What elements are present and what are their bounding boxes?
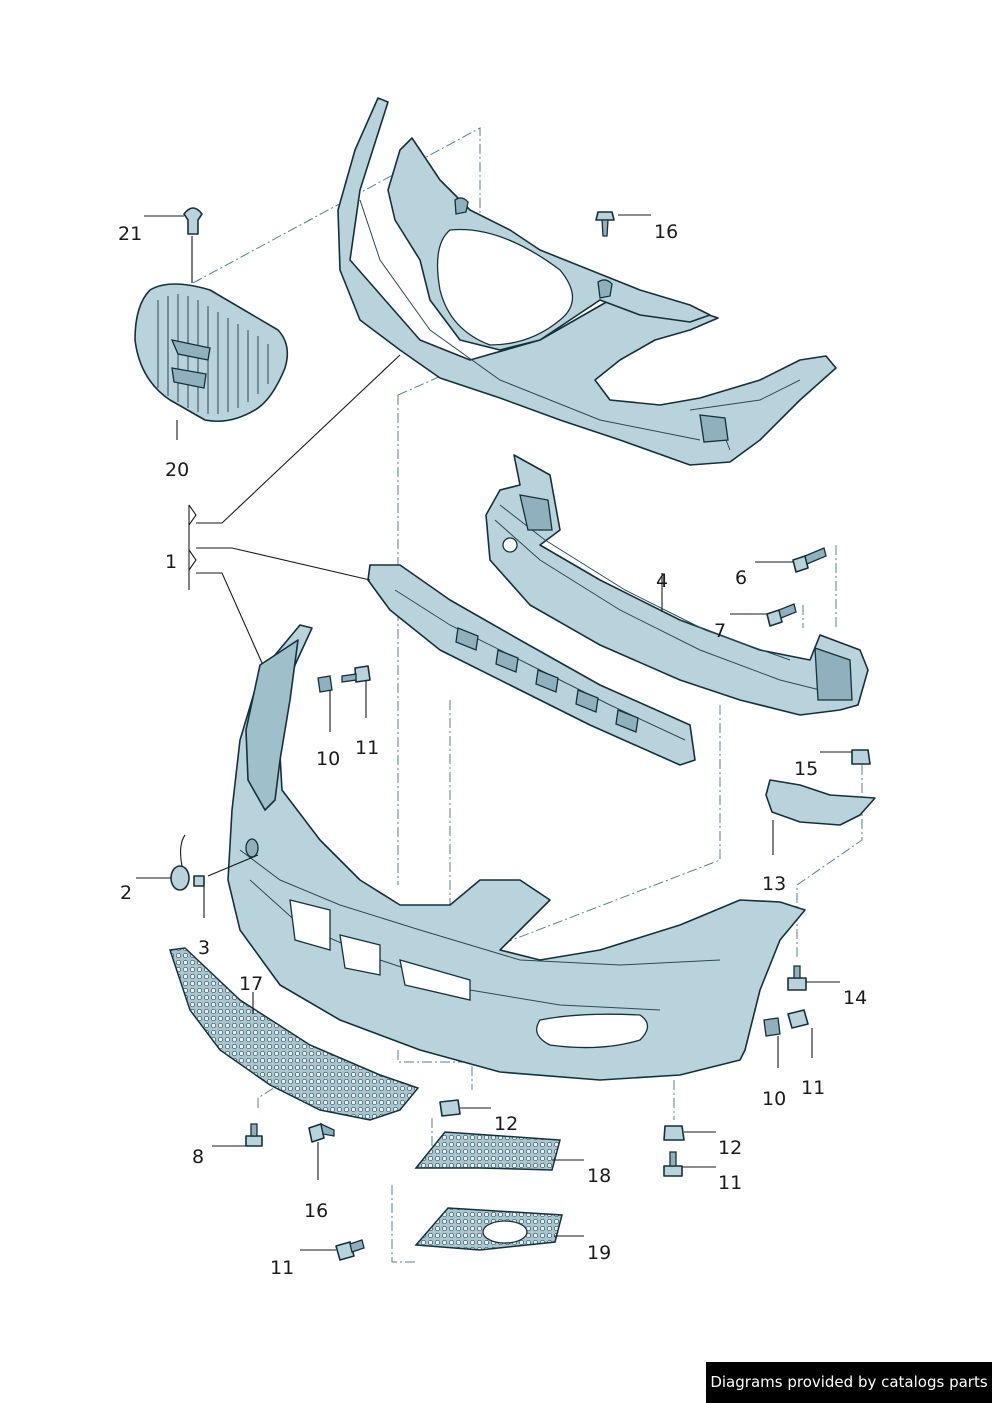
callout-16-bottom: 16 (304, 1200, 328, 1222)
fog-grille-18 (414, 1131, 561, 1171)
callout-7: 7 (714, 620, 726, 642)
lower-grille (169, 947, 420, 1121)
lock-carrier (337, 97, 837, 466)
callout-11-left: 11 (355, 737, 379, 759)
callout-13: 13 (762, 873, 786, 895)
callout-10-right: 10 (762, 1088, 786, 1110)
callout-16-top: 16 (654, 221, 678, 243)
callout-20: 20 (165, 459, 189, 481)
bumper-cover (227, 624, 806, 1081)
side-bracket-13 (765, 779, 876, 826)
callout-3: 3 (198, 937, 210, 959)
diagram-credit: Diagrams provided by catalogs parts (706, 1362, 992, 1403)
leader-lines (136, 214, 852, 1251)
callout-11-bottom: 11 (270, 1257, 294, 1279)
callout-19: 19 (587, 1242, 611, 1264)
callout-labels: 21 16 20 1 4 6 7 10 11 15 2 13 3 17 14 1… (118, 221, 867, 1279)
screw-7 (766, 603, 797, 627)
callout-17: 17 (239, 973, 263, 995)
callout-21: 21 (118, 223, 142, 245)
callout-14: 14 (843, 987, 867, 1009)
callout-18: 18 (587, 1165, 611, 1187)
callout-6: 6 (735, 567, 747, 589)
callout-2: 2 (120, 882, 132, 904)
callout-12-upper: 12 (494, 1113, 518, 1135)
callout-4: 4 (656, 570, 668, 592)
screw-16-top (595, 211, 615, 237)
callout-1: 1 (165, 551, 177, 573)
callout-15: 15 (794, 758, 818, 780)
callout-12-lower: 12 (718, 1137, 742, 1159)
callout-11-right: 11 (801, 1077, 825, 1099)
center-bracket (367, 564, 696, 766)
radiator-grille (134, 283, 289, 423)
small-fasteners (170, 665, 871, 1261)
screw-6 (792, 547, 827, 573)
clip-21 (183, 207, 203, 235)
callout-8: 8 (192, 1146, 204, 1168)
callout-11-lower-right: 11 (718, 1172, 742, 1194)
callout-10-left: 10 (316, 748, 340, 770)
bumper-reinforcement (485, 454, 869, 716)
fog-grille-19 (414, 1207, 563, 1251)
